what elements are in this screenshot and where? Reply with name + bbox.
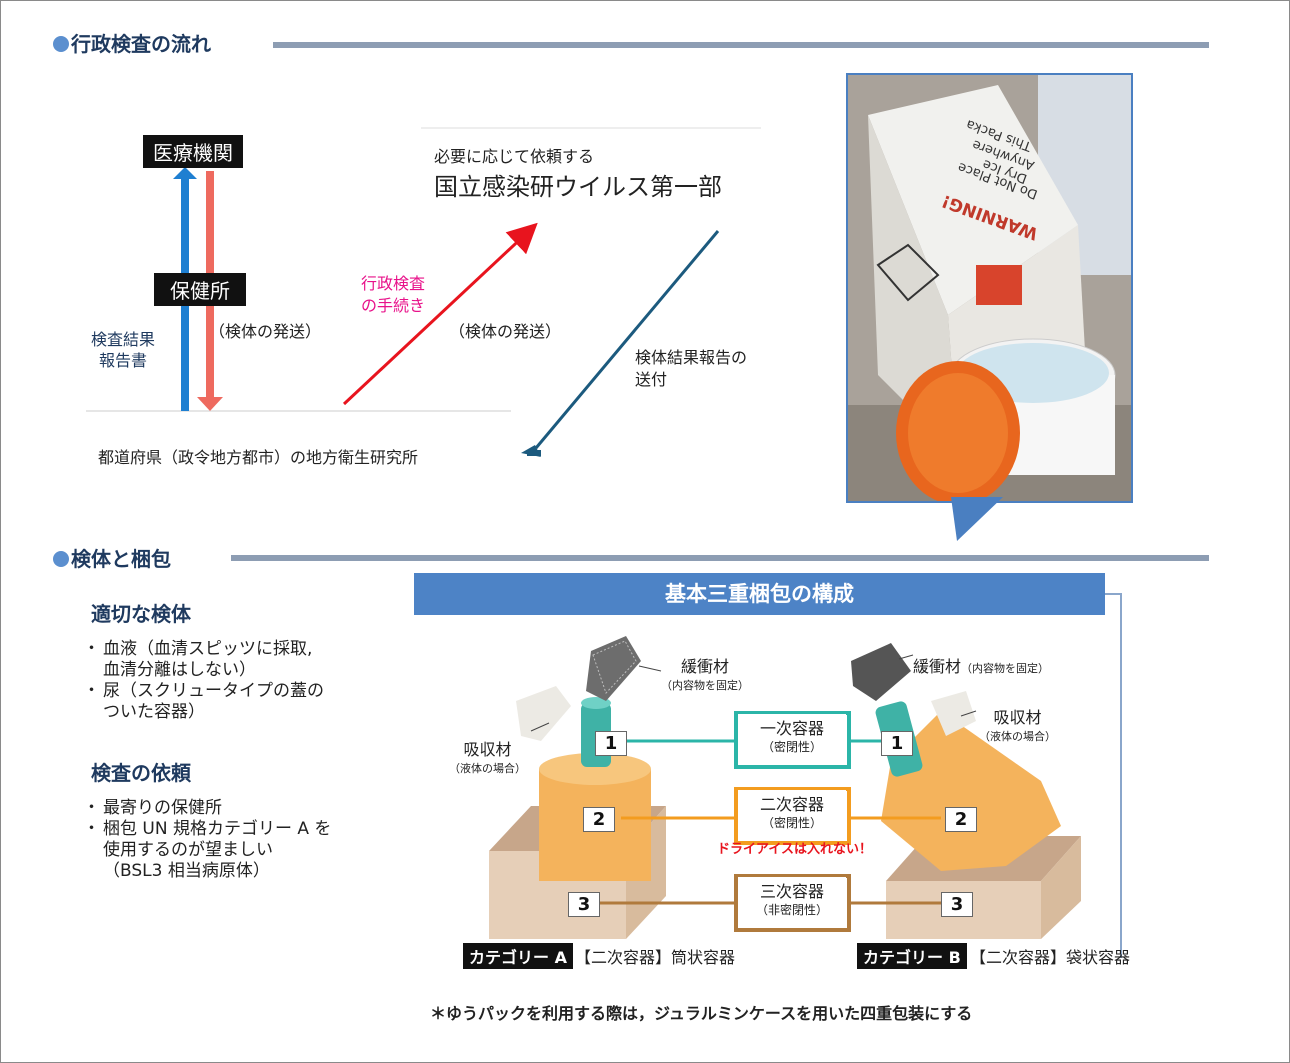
result-report-label: 検査結果 報告書 <box>91 330 156 370</box>
num-badge-1-right: 1 <box>881 731 913 756</box>
category-a-text: 【二次容器】筒状容器 <box>575 948 736 967</box>
num-badge-2-left: 2 <box>583 807 615 832</box>
diagram-title-bar: 基本三重梱包の構成 <box>414 573 1105 615</box>
blue-diagonal-arrow <box>534 230 720 449</box>
absorbent-right-label: 吸収材 （液体の場合） <box>979 708 1056 743</box>
category-b-text: 【二次容器】袋状容器 <box>970 948 1131 967</box>
specimen-send-left: （検体の発送） <box>209 322 322 341</box>
proper-specimen-list: 血液（血清スピッツに採取, 血清分離はしない） 尿（スクリュータイプの蓋の つい… <box>83 639 324 723</box>
no-dry-ice-warning: ドライアイスは入れない！ <box>717 842 872 857</box>
absorbent-left-label: 吸収材 （液体の場合） <box>449 740 526 775</box>
down-arrow-bottom <box>206 299 214 397</box>
photo-callout-pointer <box>951 497 1003 541</box>
heading-proper-specimen: 適切な検体 <box>91 602 191 626</box>
request-note: 必要に応じて依頼する <box>434 147 595 166</box>
list-item: 最寄りの保健所 <box>83 798 331 819</box>
section-rule <box>231 555 1209 561</box>
list-item: 尿（スクリュータイプの蓋の ついた容器） <box>83 681 324 723</box>
up-arrow-top <box>181 179 189 275</box>
request-list: 最寄りの保健所 梱包 UN 規格カテゴリー A を 使用するのが望ましい （BS… <box>83 798 331 882</box>
packaging-illustration <box>489 636 1081 939</box>
num-badge-1-left: 1 <box>595 731 627 756</box>
result-send-label: 検体結果報告の 送付 <box>635 348 748 389</box>
heading-request: 検査の依頼 <box>91 761 191 785</box>
list-item: 梱包 UN 規格カテゴリー A を 使用するのが望ましい （BSL3 相当病原体… <box>83 819 331 882</box>
cushion-left <box>586 636 641 701</box>
primary-container-label: 一次容器（密閉性） <box>738 714 846 764</box>
photo-illustration: WARNING! Do Not Place Dry Ice Anywhere T… <box>848 75 1131 501</box>
bullet-dot-icon <box>53 36 69 52</box>
bullet-dot-icon <box>53 551 69 567</box>
cushion-right-label: 緩衝材（内容物を固定） <box>913 657 1050 676</box>
down-arrow-top <box>206 171 214 275</box>
specimen-send-mid: （検体の発送） <box>449 322 562 341</box>
label-health-center: 保健所 <box>154 273 246 306</box>
label-medical-institution: 医療機関 <box>143 135 243 168</box>
section-rule <box>273 42 1209 48</box>
secondary-bag <box>881 711 1061 871</box>
local-institute-label: 都道府県（政令地方都市）の地方衛生研究所 <box>98 448 419 467</box>
num-badge-2-right: 2 <box>945 807 977 832</box>
section-title-flow: 行政検査の流れ <box>53 28 211 57</box>
niid-label: 国立感染研ウイルス第一部 <box>434 173 722 201</box>
red-diagonal-arrow <box>342 222 538 406</box>
flow-arrows <box>86 127 761 457</box>
footnote: ＊ゆうパックを利用する際は，ジュラルミンケースを用いた四重包装にする <box>430 1004 973 1023</box>
specimen-box-photo: WARNING! Do Not Place Dry Ice Anywhere T… <box>846 73 1133 503</box>
tertiary-container-label: 三次容器（非密閉性） <box>738 877 846 927</box>
category-b-badge: カテゴリー B <box>857 943 967 969</box>
secondary-container-label: 二次容器（密閉性） <box>738 790 846 840</box>
num-badge-3-right: 3 <box>941 892 973 917</box>
bracket-line <box>1105 593 1122 958</box>
num-badge-3-left: 3 <box>568 892 600 917</box>
cushion-left-label: 緩衝材 （内容物を固定） <box>661 657 749 692</box>
list-item: 血液（血清スピッツに採取, 血清分離はしない） <box>83 639 324 681</box>
cushion-right <box>851 643 911 701</box>
up-arrow-bottom <box>181 299 189 411</box>
category-a-badge: カテゴリー A <box>463 943 573 969</box>
section-title-packaging: 検体と梱包 <box>53 543 171 572</box>
admin-procedure-label: 行政検査 の手続き <box>361 274 426 315</box>
